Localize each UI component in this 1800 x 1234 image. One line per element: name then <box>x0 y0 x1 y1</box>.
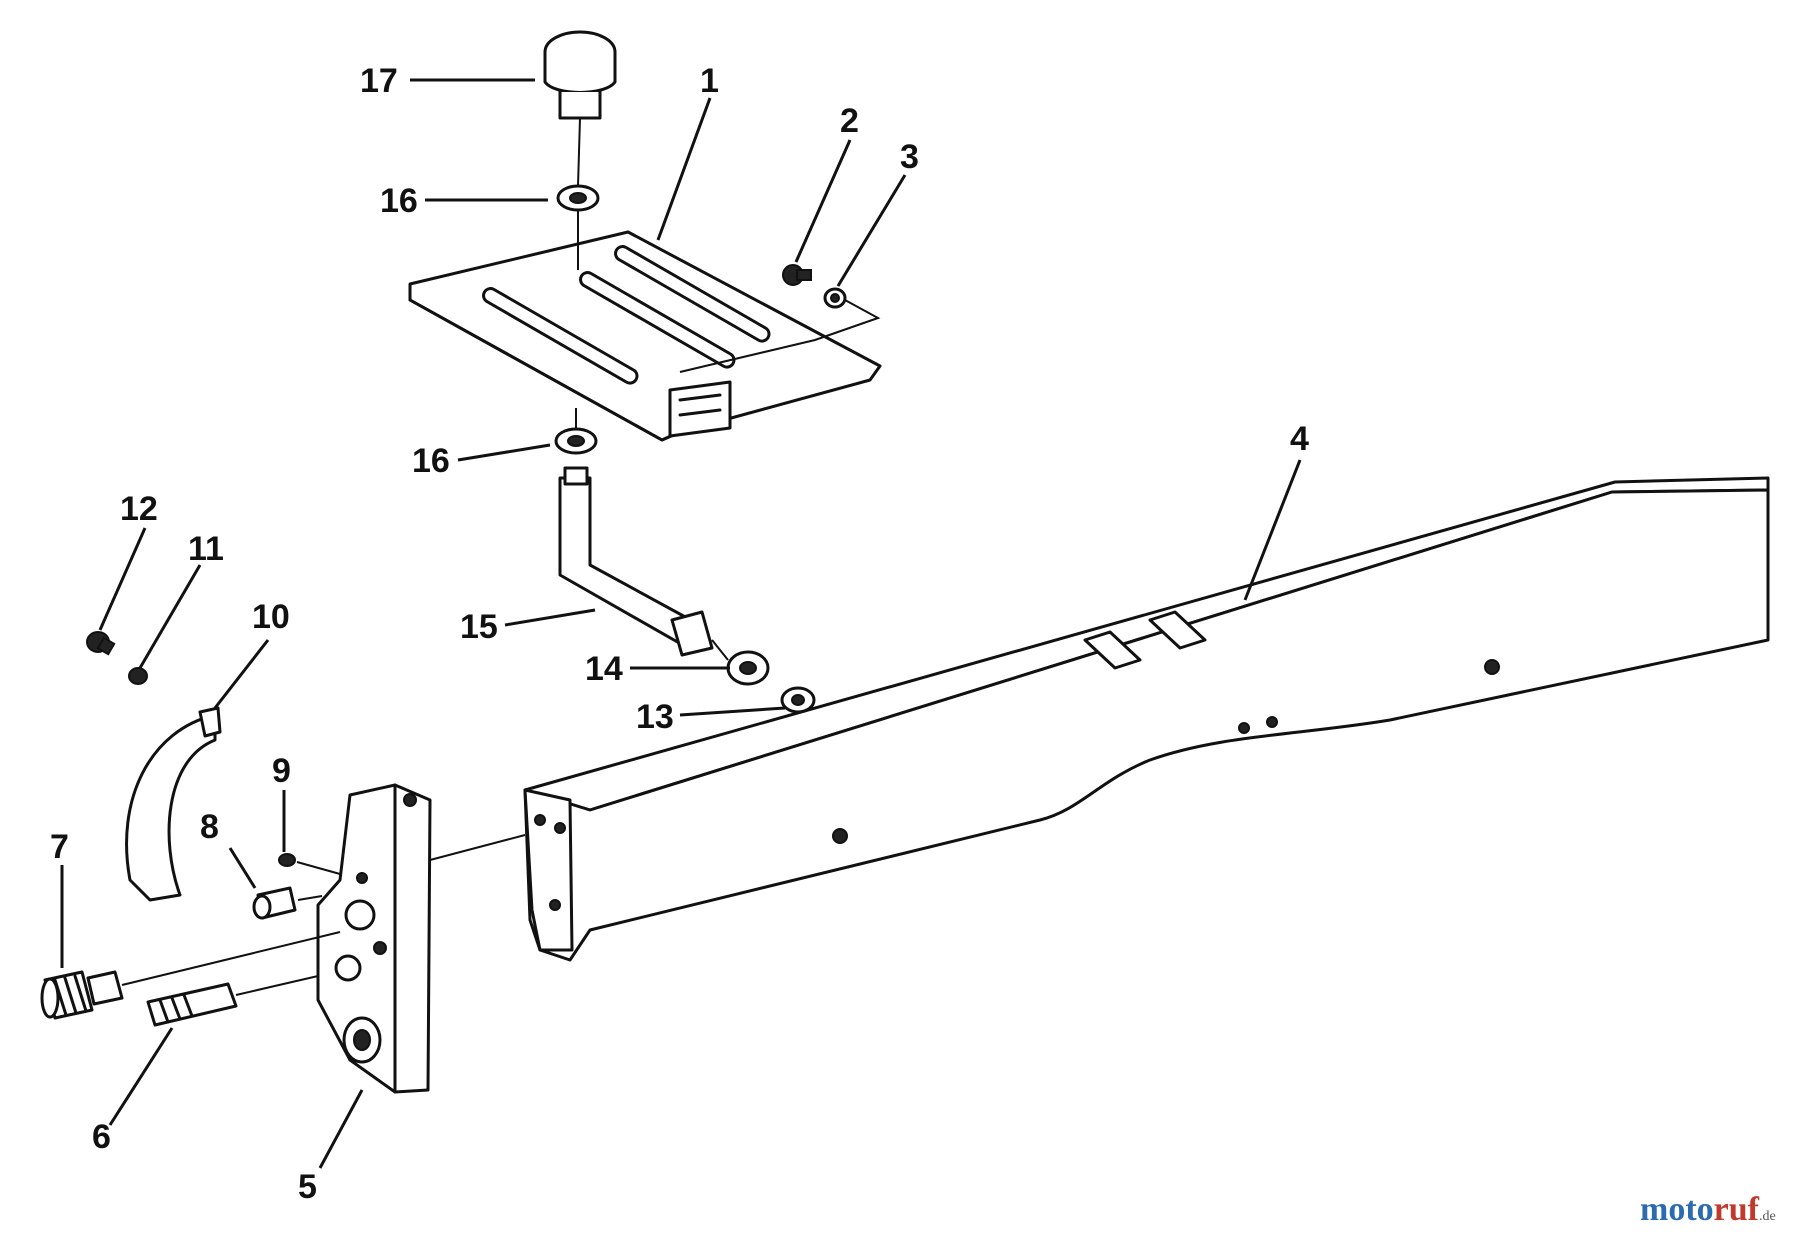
callout-7: 7 <box>50 828 69 866</box>
callout-16-lower: 16 <box>412 442 450 480</box>
screw-part-12 <box>86 631 116 656</box>
washer-part-9 <box>278 853 296 867</box>
bolt-part-8 <box>252 886 297 920</box>
washer-part-16-lower <box>554 427 598 455</box>
washer-part-16-upper <box>556 184 600 212</box>
watermark-suffix: .de <box>1759 1209 1776 1224</box>
callout-8: 8 <box>200 808 219 846</box>
callout-15: 15 <box>460 608 498 646</box>
callout-6: 6 <box>92 1118 111 1156</box>
washer-part-13 <box>780 686 816 714</box>
callout-2: 2 <box>840 102 859 140</box>
callout-11: 11 <box>188 530 224 568</box>
callout-10: 10 <box>252 598 290 636</box>
watermark-logo: motoruf.de <box>1640 1191 1776 1228</box>
callout-17: 17 <box>360 62 398 100</box>
arm-rail-part-4 <box>523 476 1770 962</box>
callout-3: 3 <box>900 138 919 176</box>
nut-part-3 <box>823 287 847 309</box>
callout-labels: 17 1 2 3 16 16 4 15 14 13 12 11 10 9 8 7… <box>50 62 1309 1206</box>
screw-part-2 <box>782 264 812 286</box>
watermark-part-1: moto <box>1640 1191 1714 1228</box>
curved-scale-part-10 <box>125 706 222 902</box>
bracket-plate-part-5 <box>316 783 432 1094</box>
callout-16-upper: 16 <box>380 182 418 220</box>
bent-post-part-15 <box>558 466 714 657</box>
leader-lines <box>60 78 1302 1169</box>
knob-bolt-part-7 <box>40 970 124 1020</box>
callout-4: 4 <box>1290 420 1309 458</box>
callout-1: 1 <box>700 62 719 100</box>
svg-text:motoruf.de: motoruf.de <box>1640 1191 1776 1228</box>
threaded-pin-part-6 <box>146 982 238 1027</box>
table-plate-part-1 <box>408 230 882 442</box>
callout-12: 12 <box>120 490 158 528</box>
knob-part-17 <box>543 30 617 120</box>
callout-5: 5 <box>298 1168 317 1206</box>
callout-13: 13 <box>636 698 674 736</box>
washer-part-11 <box>128 667 148 685</box>
callout-14: 14 <box>585 650 623 688</box>
nut-part-14 <box>726 650 770 686</box>
callout-9: 9 <box>272 752 291 790</box>
watermark-part-2: ruf <box>1714 1191 1760 1228</box>
